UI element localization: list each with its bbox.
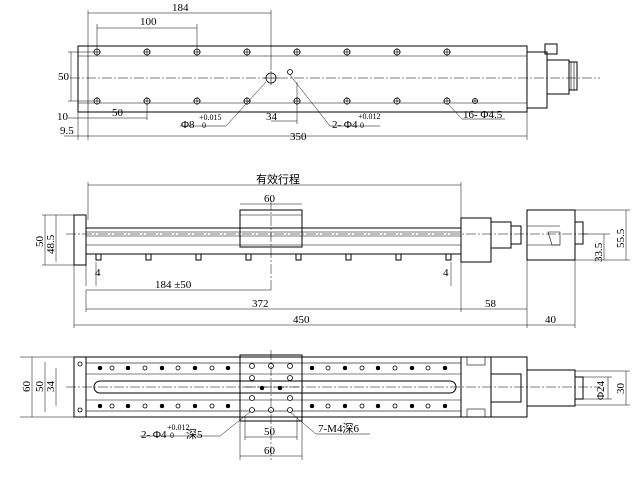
svg-text:+0.012: +0.012 bbox=[167, 423, 190, 432]
dim-55-5: 55.5 bbox=[615, 228, 627, 248]
top-view: 184 100 50 50 10 9.5 350 34 Φ8 +0.015 0 bbox=[57, 2, 600, 143]
side-left-end bbox=[73, 214, 87, 266]
pin-holes-label: 2- Φ4 bbox=[141, 429, 167, 441]
bottom-motor-block bbox=[526, 369, 576, 407]
dim-50-height: 50 bbox=[58, 71, 70, 83]
pin-hole-pair-label: 2- Φ4 bbox=[332, 119, 358, 131]
side-knob bbox=[574, 221, 584, 245]
dim-30: 30 bbox=[615, 383, 627, 395]
carriage-holes bbox=[249, 363, 293, 413]
dim-50-side: 50 bbox=[34, 236, 46, 248]
dim-350: 350 bbox=[290, 131, 307, 143]
side-view: 有效行程 60 bbox=[34, 172, 630, 328]
effective-stroke-label: 有效行程 bbox=[256, 172, 300, 186]
dim-4-right: 4 bbox=[443, 267, 449, 279]
dim-carriage-50: 50 bbox=[264, 426, 276, 438]
side-right-end bbox=[460, 217, 492, 263]
dim-carriage-60: 60 bbox=[264, 445, 276, 457]
side-motor-block bbox=[526, 209, 576, 261]
dim-372: 372 bbox=[252, 298, 269, 310]
pin-hole-main-label: Φ8 bbox=[181, 119, 195, 131]
dim-60-bottom: 60 bbox=[21, 381, 33, 393]
dim-184-pm: 184 ±50 bbox=[155, 279, 192, 291]
dim-34: 34 bbox=[266, 111, 278, 123]
dim-50: 50 bbox=[112, 107, 124, 119]
dim-60: 60 bbox=[264, 193, 276, 205]
dim-58: 58 bbox=[485, 298, 497, 310]
dim-40: 40 bbox=[545, 314, 557, 326]
svg-text:+0.015: +0.015 bbox=[199, 113, 222, 122]
dim-33-5: 33.5 bbox=[593, 242, 605, 262]
dim-34-bottom: 34 bbox=[45, 381, 57, 393]
top-end-block bbox=[526, 51, 548, 109]
top-mount-holes bbox=[93, 48, 478, 105]
dim-184: 184 bbox=[172, 2, 189, 14]
svg-text:0: 0 bbox=[202, 121, 206, 130]
dim-100: 100 bbox=[140, 16, 157, 28]
svg-text:0: 0 bbox=[360, 121, 364, 130]
dim-50-bottom: 50 bbox=[34, 381, 46, 393]
dim-450: 450 bbox=[293, 314, 310, 326]
bottom-hole-rows bbox=[97, 365, 448, 409]
dim-9-5: 9.5 bbox=[60, 125, 74, 137]
dim-10: 10 bbox=[57, 111, 69, 123]
mount-holes-label: 16- Φ4.5 bbox=[463, 109, 503, 121]
dim-phi24: Φ24 bbox=[595, 380, 607, 400]
thread-holes-label: 7-M4深6 bbox=[318, 422, 359, 435]
svg-text:0: 0 bbox=[170, 431, 174, 440]
pin-depth-label: 深5 bbox=[186, 428, 203, 441]
bottom-view: 60 50 34 2- Φ4 +0.012 0 深5 7-M4深6 50 60 … bbox=[20, 350, 630, 460]
dim-48-5: 48.5 bbox=[45, 234, 57, 254]
dim-4-left: 4 bbox=[95, 267, 101, 279]
svg-text:+0.012: +0.012 bbox=[358, 112, 381, 121]
top-knob bbox=[568, 61, 578, 91]
top-pin-hole-small bbox=[287, 69, 293, 75]
